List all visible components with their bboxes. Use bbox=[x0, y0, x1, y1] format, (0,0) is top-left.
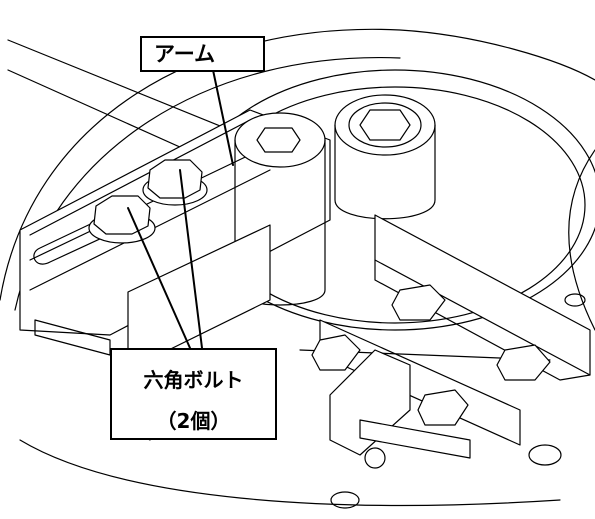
base-plate-lower-outline bbox=[19, 439, 561, 506]
right-roller bbox=[334, 94, 436, 220]
base-hole-2 bbox=[528, 444, 562, 466]
guide-plate bbox=[374, 214, 591, 381]
crossbar bbox=[299, 284, 551, 446]
base-plate-right-outline bbox=[568, 149, 595, 331]
base-plate-outline bbox=[0, 28, 595, 301]
bolt-leader-line-2 bbox=[179, 169, 203, 349]
nut-top bbox=[391, 284, 446, 321]
hex-bolt-label: 六角ボルト （2個） bbox=[110, 348, 277, 440]
nut-right bbox=[496, 344, 551, 381]
hex-bolt-count-text: （2個） bbox=[156, 409, 231, 433]
bolt-leader-line-1 bbox=[127, 207, 191, 349]
arm-leader-line bbox=[212, 69, 234, 166]
nut-bottom bbox=[417, 389, 469, 426]
nut-left bbox=[311, 334, 361, 371]
arm-label: アーム bbox=[140, 36, 265, 72]
hex-bolt-rear bbox=[142, 159, 208, 206]
v-block bbox=[329, 349, 471, 469]
hex-bolt-label-text: 六角ボルト bbox=[143, 368, 244, 392]
middle-roller bbox=[234, 112, 326, 306]
base-hole-3 bbox=[564, 293, 586, 307]
arm-label-text: アーム bbox=[154, 42, 216, 66]
base-hole-1 bbox=[330, 491, 360, 509]
